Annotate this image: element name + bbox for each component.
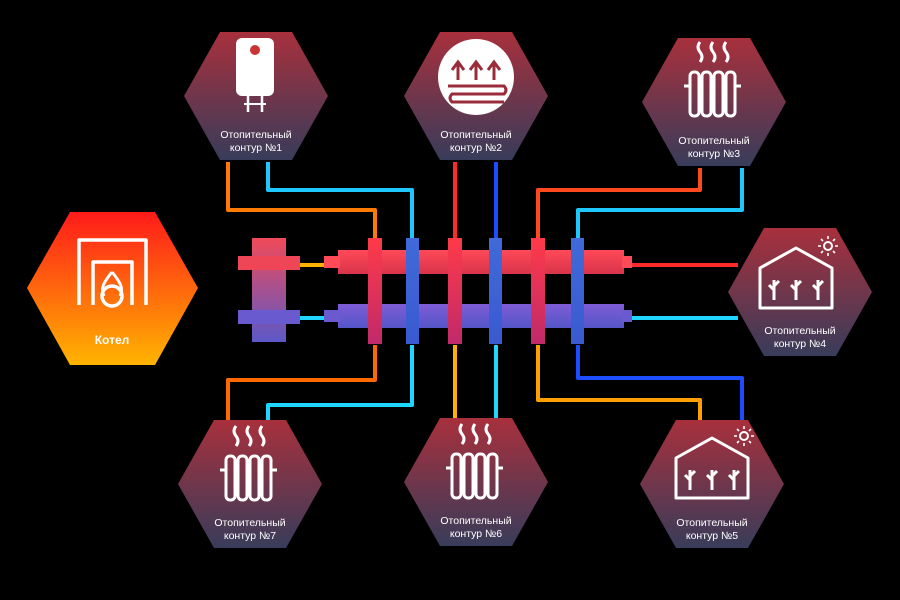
hydraulic-separator xyxy=(238,238,300,342)
circuit-5-label-line2: контур №5 xyxy=(686,530,738,542)
circuit-node-2: Отопительный контур №2 xyxy=(404,32,548,160)
circuit-7-return-pipe xyxy=(266,345,414,420)
circuit-6-label-line2: контур №6 xyxy=(450,528,502,540)
circuit-7-supply-pipe xyxy=(226,345,377,420)
circuit-1-label-line2: контур №1 xyxy=(230,142,282,154)
water-heater-icon xyxy=(236,38,274,112)
circuit-1-return-pipe xyxy=(266,162,414,245)
circuit-4-label-line1: Отопительный xyxy=(764,325,835,337)
circuit-5-label-line1: Отопительный xyxy=(676,517,747,529)
manifold xyxy=(324,238,632,344)
circuit-2-label-line2: контур №2 xyxy=(450,142,502,154)
circuit-node-5: Отопительный контур №5 xyxy=(640,420,784,548)
greenhouse-icon xyxy=(758,236,838,310)
circuit-1-label-line1: Отопительный xyxy=(220,129,291,141)
radiator-icon xyxy=(220,425,277,502)
boiler-icon xyxy=(77,238,148,308)
circuit-node-3: Отопительный контур №3 xyxy=(642,38,786,166)
circuit-node-1: Отопительный контур №1 xyxy=(184,32,328,160)
circuit-3-label-line1: Отопительный xyxy=(678,135,749,147)
circuit-3-supply-pipe xyxy=(536,168,702,245)
circuit-6-label-line1: Отопительный xyxy=(440,515,511,527)
radiator-icon xyxy=(684,41,741,118)
circuit-node-4: Отопительный контур №4 xyxy=(728,228,872,356)
circuit-3-return-pipe xyxy=(576,168,744,245)
greenhouse-icon xyxy=(674,426,754,500)
circuit-7-label-line2: контур №7 xyxy=(224,530,276,542)
pipes xyxy=(186,162,744,420)
circuit-3-label-line2: контур №3 xyxy=(688,148,740,160)
circuit-node-7: Отопительный контур №7 xyxy=(178,420,322,548)
boiler-node: Котел xyxy=(27,212,198,365)
circuit-7-label-line1: Отопительный xyxy=(214,517,285,529)
circuit-4-label-line2: контур №4 xyxy=(774,338,826,350)
circuit-5-supply-pipe xyxy=(536,345,702,420)
circuit-5-return-pipe xyxy=(576,345,744,420)
circuit-1-supply-pipe xyxy=(226,162,377,245)
radiator-icon xyxy=(446,423,503,500)
circuit-2-label-line1: Отопительный xyxy=(440,129,511,141)
underfloor-heating-icon xyxy=(438,39,514,115)
circuit-node-6: Отопительный контур №6 xyxy=(404,418,548,546)
boiler-label: Котел xyxy=(95,333,130,347)
